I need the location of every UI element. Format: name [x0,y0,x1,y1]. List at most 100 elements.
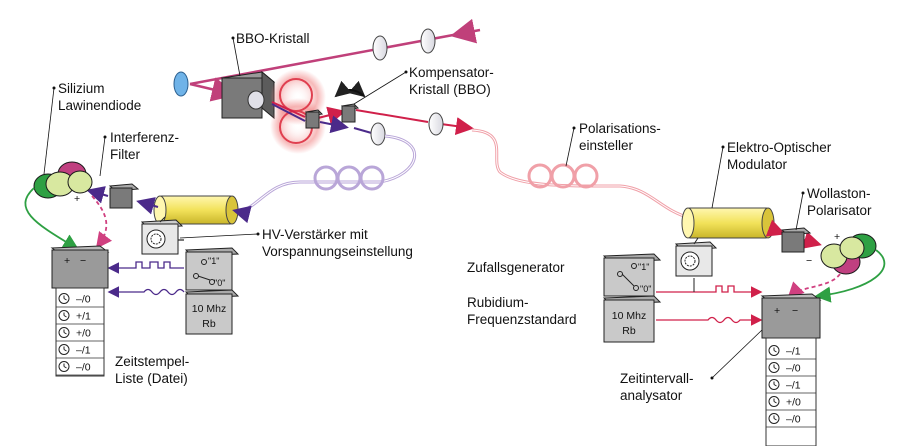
tagger-left-minus: − [80,255,86,267]
list-row-value: –/1 [786,346,801,358]
label-polarization: Polarisations- einsteller [565,121,661,167]
rubidium-standard-right: 10 Mhz Rb [602,295,662,343]
switch-right-one: "1" [638,262,649,272]
list-row: –/0 [56,293,104,308]
electro-optic-modulator [681,207,775,239]
list-row: –/1 [56,344,104,359]
list-row-value: +/0 [786,397,801,409]
fiber-right [471,128,691,220]
list-row-value: –/0 [786,414,801,426]
random-generator-left: "1" "0" [184,247,240,291]
label-eom-1: Elektro-Optischer [727,140,832,155]
label-random-generator: Zufallsgenerator [467,260,565,275]
label-timestamp-1: Zeitstempel- [115,354,189,369]
list-row-value: –/0 [786,363,801,375]
coupling-lens-left [370,122,386,146]
list-row: –/0 [56,361,104,376]
label-rubidium-1: Rubidium- [467,295,529,310]
coupling-lens-right [428,112,444,136]
list-row: –/0 [766,413,816,428]
switch-left-one: "1" [208,256,219,266]
label-apd-2: Lawinendiode [58,98,141,113]
list-row-value: –/0 [76,362,91,374]
switch-right-zero: "0" [640,284,651,294]
time-interval-analyzer: + − [760,293,822,339]
label-hv: HV-Verstärker mit Vorspannungseinstellun… [179,227,413,259]
label-wollaston: Wollaston- Polarisator [795,186,872,231]
rubidium-standard-left: 10 Mhz Rb [184,289,240,335]
list-row-value: –/1 [786,380,801,392]
label-wollaston-1: Wollaston- [807,186,871,201]
switch-left-zero: "0" [214,278,225,288]
compensator-crystal-a [304,109,324,129]
label-eom-2: Modulator [727,157,788,172]
list-row: –/1 [766,345,816,360]
label-filter-1: Interferenz- [110,130,179,145]
label-polarization-1: Polarisations- [579,121,661,136]
rb-left-line2: Rb [202,318,216,330]
apd-right-plus: + [834,231,840,243]
hv-amplifier-right [674,237,718,277]
label-timestamp-2: Liste (Datei) [115,371,188,386]
label-filter-2: Filter [110,147,141,162]
label-apd: Silizium Lawinendiode [43,81,141,175]
signal-wires-right [787,249,886,303]
label-timestamp: Zeitstempel- Liste (Datei) [115,354,189,386]
timestamp-list-left: –/0 +/1 +/0 –/1 –/0 [55,287,105,377]
beam-stop-icon [173,71,189,97]
apd-right-minus: − [806,255,812,267]
list-row: +/0 [766,396,816,411]
interference-filter [108,183,140,209]
pump-lens-2 [420,28,436,54]
analyzer-minus: − [792,305,798,317]
signal-wires-left [24,187,113,250]
label-interval-2: analysator [620,388,683,403]
list-row-value: –/0 [76,294,91,306]
analyzer-plus: + [774,305,780,317]
rb-right-line2: Rb [622,325,636,337]
bbo-crystal [220,70,276,120]
list-row-value: +/0 [76,328,91,340]
avalanche-photodiodes-left: + [33,161,93,205]
tagger-left-plus: + [64,255,70,267]
list-row-value: –/1 [76,345,91,357]
label-filter: Interferenz- Filter [99,130,179,177]
label-apd-1: Silizium [58,81,105,96]
rb-left-line1: 10 Mhz [192,303,226,315]
list-row: +/1 [56,310,104,325]
wollaston-polarizer [780,227,812,253]
label-compensator: Kompensator- Kristall (BBO) [353,65,494,105]
label-interval-1: Zeitintervall- [620,371,694,386]
rb-right-line1: 10 Mhz [612,310,646,322]
beam-left-out [86,186,252,224]
rotation-arrow-icon [334,80,366,98]
label-hv-2: Vorspannungseinstellung [262,244,413,259]
label-eom: Elektro-Optischer Modulator [711,140,832,209]
fiber-left [239,134,416,214]
pump-lens-1 [372,35,388,61]
hv-amplifier-left [140,216,184,255]
list-row-value: +/1 [76,311,91,323]
label-compensator-1: Kompensator- [409,65,494,80]
signal-pulses-right [656,278,763,326]
label-compensator-2: Kristall (BBO) [409,82,491,97]
label-bbo-text: BBO-Kristall [236,31,310,46]
timestamp-list-right: –/1 –/0 –/1 +/0 –/0 [765,337,817,446]
label-wollaston-2: Polarisator [807,203,872,218]
collimator-left [153,195,239,225]
signal-pulses-left [107,239,185,298]
list-row: –/1 [766,379,816,394]
list-row: +/0 [56,327,104,342]
list-row: –/0 [766,362,816,377]
beam-right-out [765,219,822,249]
label-bbo: BBO-Kristall [231,31,310,77]
time-tagger-left: + − [50,245,110,289]
label-interval: Zeitintervall- analysator [620,329,763,403]
compensator-crystal-b [340,103,360,123]
photon-beams-split [271,101,474,136]
label-polarization-2: einsteller [579,138,634,153]
label-rubidium-2: Frequenzstandard [467,312,577,327]
avalanche-photodiodes-right: + − [806,231,877,275]
